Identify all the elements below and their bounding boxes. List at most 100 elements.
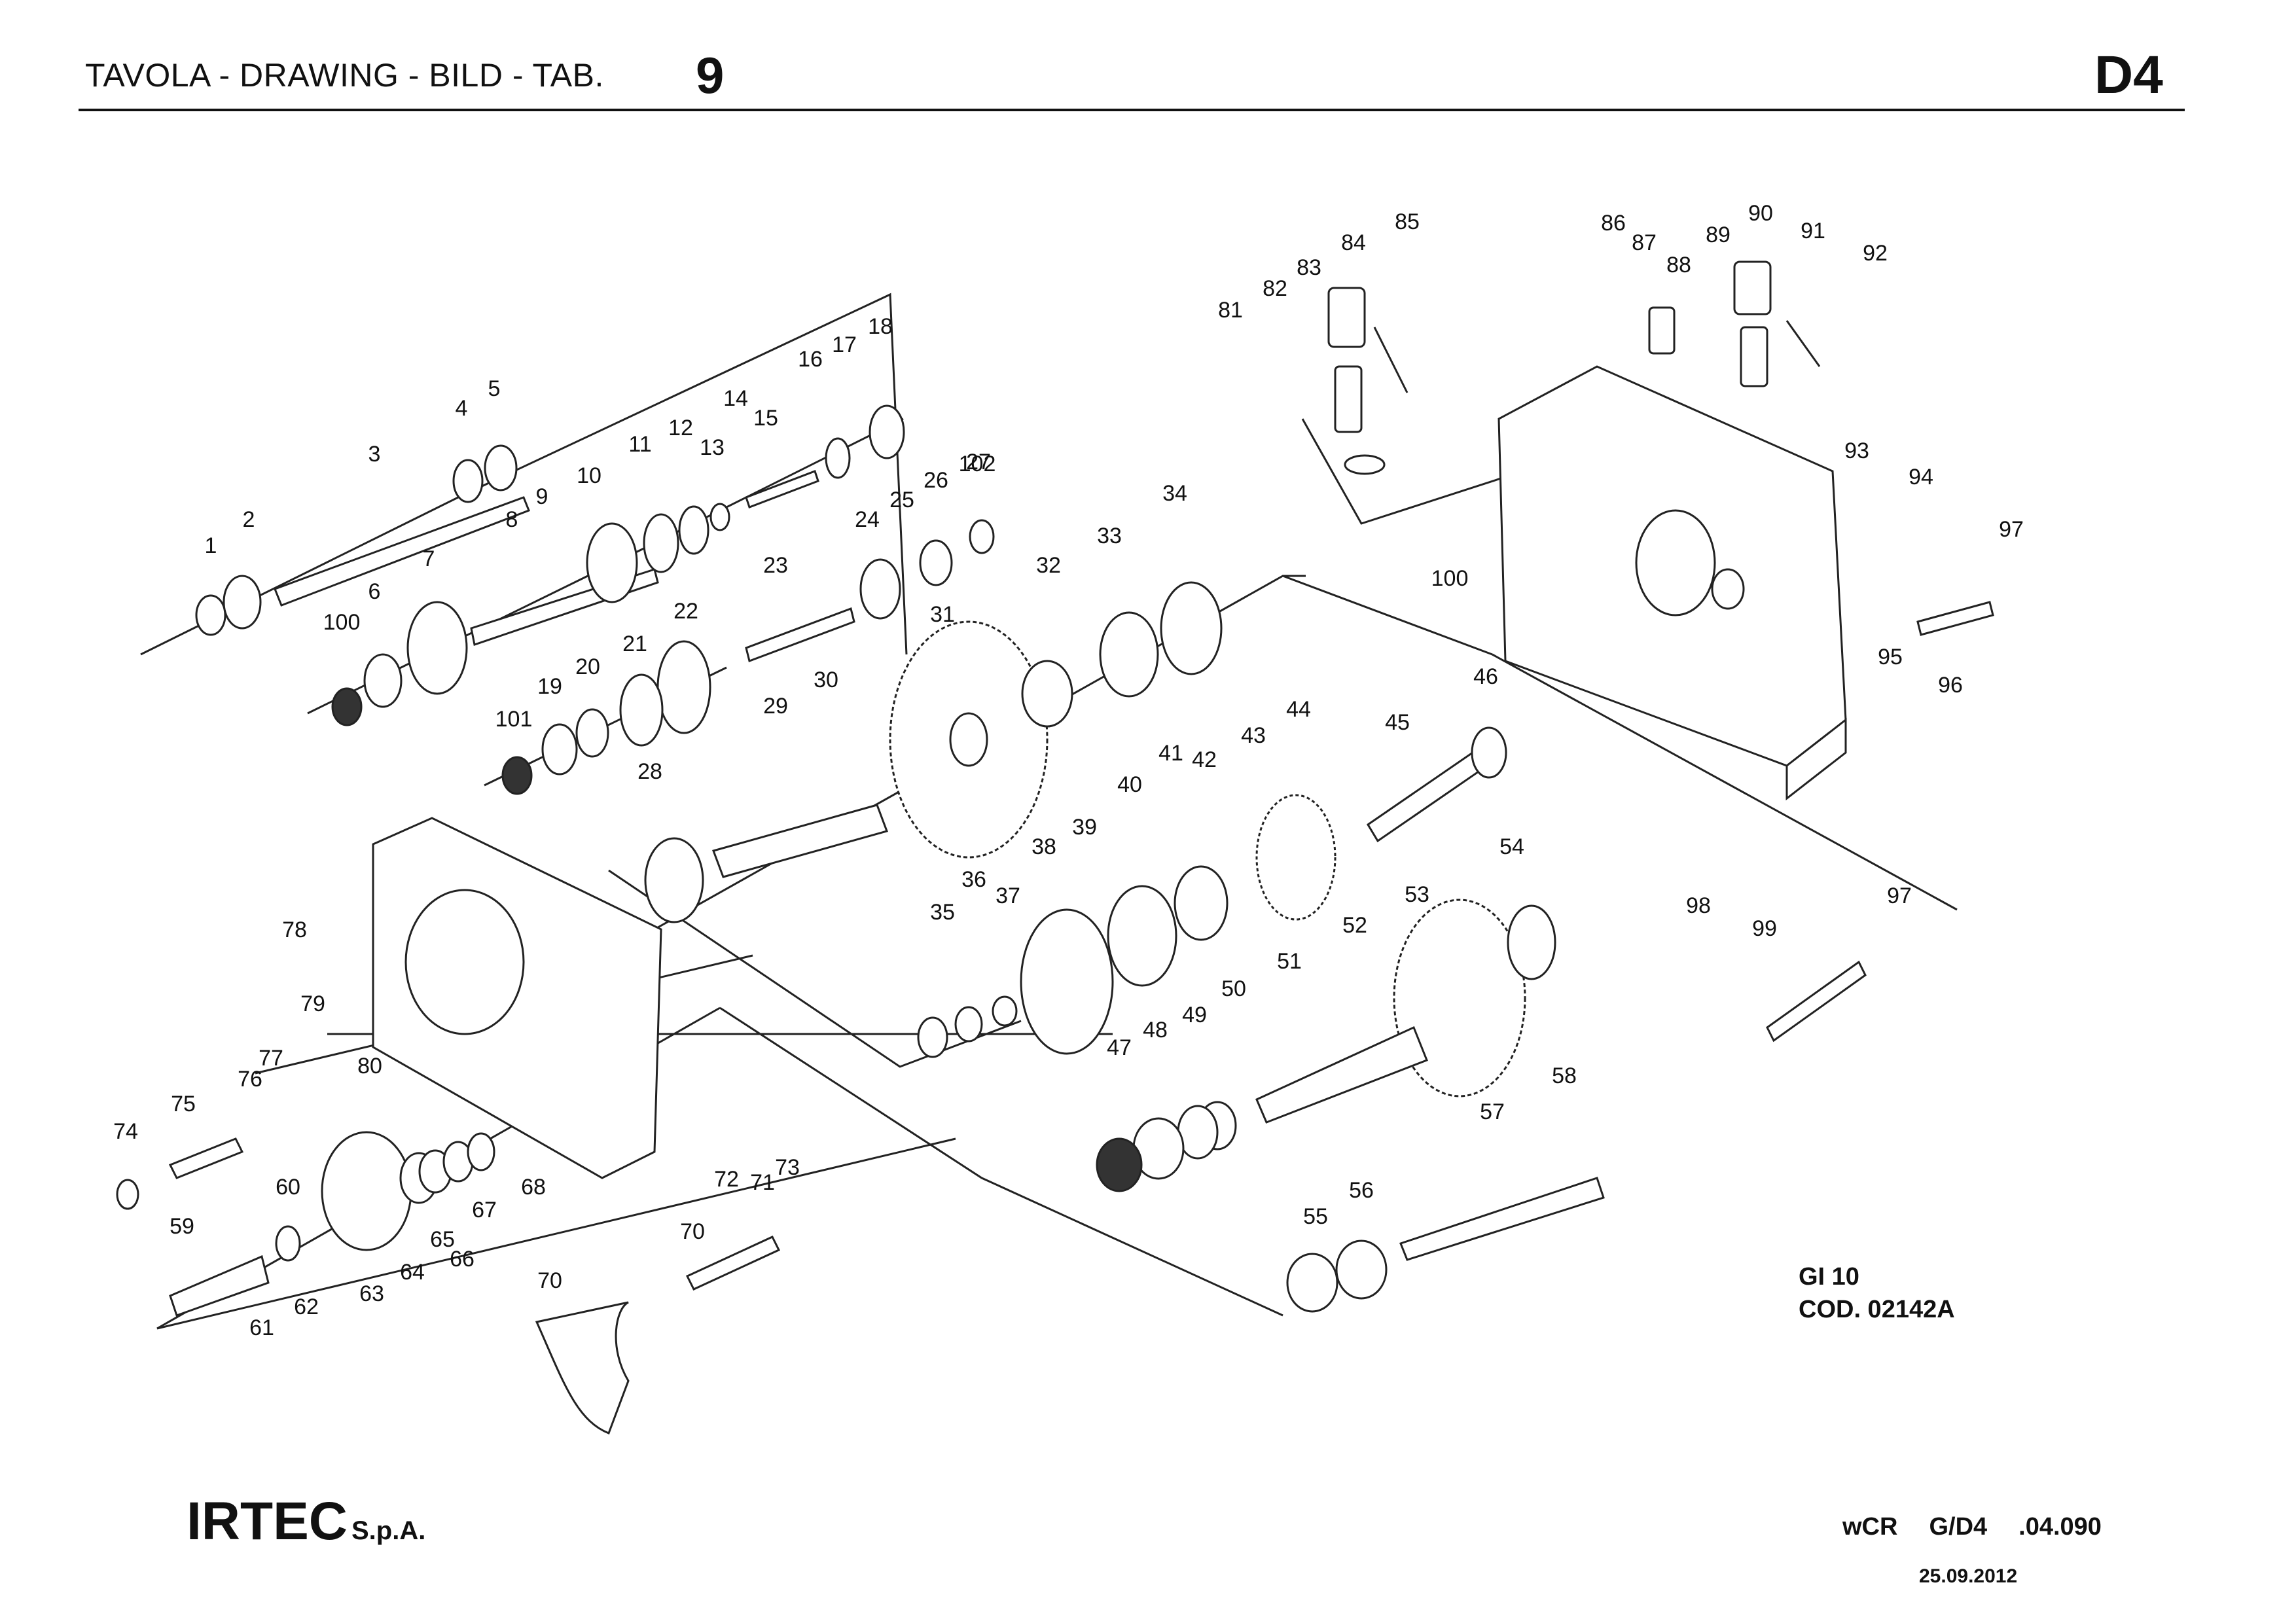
gear-24 xyxy=(859,558,901,620)
part-label-43: 43 xyxy=(1241,723,1266,748)
bearing-5 xyxy=(484,444,518,491)
part-label-44: 44 xyxy=(1286,697,1311,722)
part-label-56: 56 xyxy=(1349,1178,1374,1203)
part-label-78: 78 xyxy=(282,918,307,942)
shaft-74 xyxy=(168,1137,244,1179)
spacer-100a xyxy=(331,687,363,726)
part-label-21: 21 xyxy=(622,632,647,656)
part-label-81: 81 xyxy=(1218,298,1243,323)
page-code: D4 xyxy=(2094,45,2163,105)
part-label-17: 17 xyxy=(832,332,857,357)
part-label-6: 6 xyxy=(368,579,381,604)
part-label-82: 82 xyxy=(1263,276,1287,301)
bearing-4 xyxy=(452,459,484,503)
part-label-101: 101 xyxy=(495,707,533,732)
bearing-26 xyxy=(969,519,995,554)
part-label-3: 3 xyxy=(368,442,381,467)
gear-21 xyxy=(619,673,664,747)
part-label-91: 91 xyxy=(1801,219,1825,243)
bearing-45 xyxy=(1471,726,1507,779)
gear-39 xyxy=(1174,865,1229,941)
pto-shaft-60 xyxy=(169,1255,270,1317)
part-label-22: 22 xyxy=(673,599,698,624)
ring-66 xyxy=(467,1132,495,1171)
part-label-102: 102 xyxy=(959,452,996,476)
part-label-37: 37 xyxy=(996,883,1020,908)
part-label-67: 67 xyxy=(472,1198,497,1222)
shaft-57 xyxy=(1399,1177,1605,1261)
part-label-14: 14 xyxy=(723,386,748,411)
main-gear-train xyxy=(644,581,1605,1313)
part-label-4: 4 xyxy=(456,396,468,421)
part-label-68: 68 xyxy=(521,1175,546,1200)
part-label-90: 90 xyxy=(1748,201,1773,226)
part-label-73: 73 xyxy=(775,1155,800,1180)
top-fittings xyxy=(1327,260,1994,1043)
gear-11 xyxy=(643,513,679,573)
bearing-53 xyxy=(1507,904,1556,980)
part-label-54: 54 xyxy=(1499,834,1524,859)
part-label-32: 32 xyxy=(1036,553,1061,578)
gear-20 xyxy=(575,708,609,758)
part-number-labels: 1234567891011121314151617181920212223242… xyxy=(113,201,2024,1340)
part-label-52: 52 xyxy=(1342,913,1367,938)
part-label-55: 55 xyxy=(1303,1204,1328,1229)
part-label-10: 10 xyxy=(577,463,601,488)
part-label-77: 77 xyxy=(259,1046,283,1071)
shaft-44 xyxy=(1366,751,1484,843)
coupler-38 xyxy=(1107,885,1177,987)
part-label-62: 62 xyxy=(294,1294,319,1319)
part-label-39: 39 xyxy=(1072,815,1097,840)
part-label-35: 35 xyxy=(930,900,955,925)
part-label-59: 59 xyxy=(170,1214,194,1239)
gear-37 xyxy=(1020,908,1114,1055)
header-rule xyxy=(79,109,2185,111)
bearing-19 xyxy=(541,723,578,776)
plug-89 xyxy=(1733,260,1772,315)
part-label-1: 1 xyxy=(205,533,217,558)
part-label-23: 23 xyxy=(763,553,788,578)
seal-ring-1 xyxy=(195,594,226,636)
part-label-29: 29 xyxy=(763,694,788,719)
part-label-86: 86 xyxy=(1601,211,1626,236)
part-label-7: 7 xyxy=(423,546,435,571)
part-label-9: 9 xyxy=(536,484,548,509)
part-label-88: 88 xyxy=(1666,253,1691,277)
shaft-50 xyxy=(1255,1026,1428,1124)
part-label-2: 2 xyxy=(243,507,255,532)
fork-98 xyxy=(1766,960,1867,1043)
pin-90 xyxy=(1785,320,1821,367)
part-label-60: 60 xyxy=(276,1175,300,1200)
pin-88 xyxy=(1740,326,1768,387)
part-label-49: 49 xyxy=(1182,1003,1207,1027)
ref-prefix: wCR xyxy=(1842,1513,1898,1541)
spacer-100b xyxy=(501,756,533,795)
part-label-30: 30 xyxy=(814,668,838,692)
part-label-26: 26 xyxy=(924,468,948,493)
part-label-50: 50 xyxy=(1221,976,1246,1001)
washer-13 xyxy=(709,503,730,531)
part-label-66: 66 xyxy=(450,1247,475,1272)
part-label-34: 34 xyxy=(1162,481,1187,506)
part-label-38: 38 xyxy=(1031,834,1056,859)
ring-61 xyxy=(275,1225,301,1262)
flange-62 xyxy=(321,1131,412,1251)
part-label-75: 75 xyxy=(171,1092,196,1116)
part-label-33: 33 xyxy=(1097,524,1122,548)
part-label-97: 97 xyxy=(1887,883,1912,908)
part-label-24: 24 xyxy=(855,507,880,532)
shaft-95 xyxy=(1916,601,1994,636)
part-label-19: 19 xyxy=(537,674,562,699)
shaft-3 xyxy=(274,496,530,607)
shaft-15 xyxy=(745,470,819,508)
part-label-18: 18 xyxy=(868,314,893,339)
part-label-89: 89 xyxy=(1706,223,1731,247)
part-label-87: 87 xyxy=(1632,230,1657,255)
brand-suffix: S.p.A. xyxy=(351,1516,426,1545)
bearing-26b xyxy=(919,539,953,586)
bearing-34 xyxy=(917,1016,948,1058)
document-date: 25.09.2012 xyxy=(1919,1565,2018,1587)
part-label-94: 94 xyxy=(1909,465,1933,490)
part-label-65: 65 xyxy=(430,1227,455,1252)
bearing-27 xyxy=(644,837,704,923)
